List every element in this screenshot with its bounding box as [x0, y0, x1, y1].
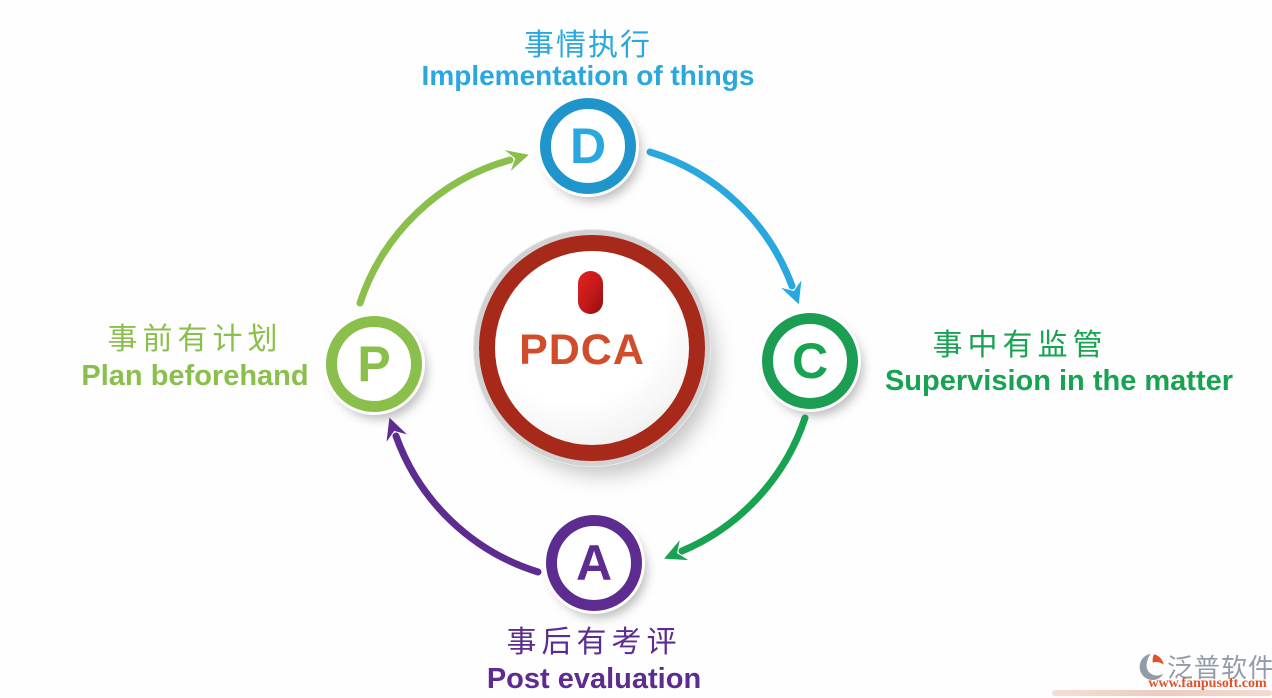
arrow-plan-to-do: [356, 150, 529, 307]
arrow-do-to-check: [646, 148, 802, 305]
fanpu-logo-icon: [1139, 653, 1164, 680]
node-act: A: [546, 515, 642, 611]
node-do: D: [540, 98, 636, 194]
node-plan-letter: P: [357, 336, 391, 392]
pdca-center-label: PDCA: [519, 326, 645, 374]
label-check-chinese: 事中有监管: [932, 329, 1108, 362]
watermark: 泛普软件: [1138, 648, 1272, 685]
node-do-letter: D: [569, 118, 607, 174]
label-plan-chinese: 事前有计划: [107, 323, 283, 356]
watermark-brand-text: 泛普软件: [1167, 653, 1272, 683]
node-check-letter: C: [791, 333, 829, 389]
scan-artifact-strip: [1052, 690, 1272, 696]
label-check-english: Supervision in the matter: [884, 365, 1234, 397]
node-check: C: [762, 313, 858, 409]
watermark-url: www.fanpusoft.com: [1148, 676, 1267, 691]
label-plan-english: Plan beforehand: [81, 360, 309, 392]
node-act-letter: A: [575, 535, 613, 591]
arrow-act-to-plan: [386, 417, 542, 576]
label-do-english: Implementation of things: [421, 60, 755, 91]
node-plan: P: [326, 316, 422, 412]
arrow-check-to-act: [664, 414, 809, 561]
power-indicator-icon: [578, 271, 603, 314]
label-act-chinese: 事后有考评: [506, 626, 682, 659]
label-act-english: Post evaluation: [486, 663, 702, 695]
label-do-chinese: 事情执行: [524, 29, 652, 62]
